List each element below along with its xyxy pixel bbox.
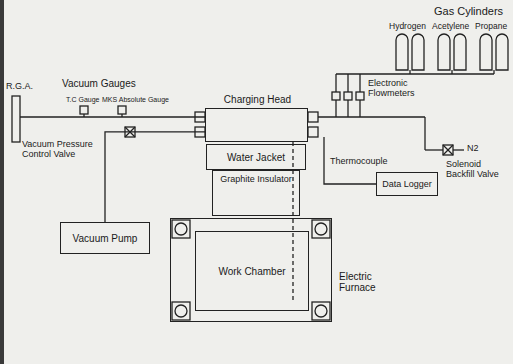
gas-stem [451,70,452,74]
furnace-corner [312,220,330,238]
node-label: Electric Furnace [339,271,395,293]
part-label: R.G.A. [6,82,33,92]
vacuum-pump: Vacuum Pump [60,222,150,254]
gas-label: N2 [467,144,479,154]
gauge-stem [121,114,122,117]
furnace-corner [175,223,187,235]
gauge-label: MKS Absolute Gauge [102,96,169,104]
cylinder-symbol [396,34,424,70]
node-label: Water Jacket [226,152,286,163]
thermocouple-probe [292,142,293,300]
gauge-label: T.C Gauge [66,96,99,104]
flowmeter-symbol [332,92,340,100]
water-jacket: Water Jacket [206,144,306,170]
furnace-corner [172,220,190,238]
node-label: Vacuum Pump [72,233,139,244]
backfill-line [425,149,443,150]
flowmeter-symbol [356,92,364,100]
electric-furnace: Electric FurnaceWork Chamber [170,218,332,322]
data-logger: Data Logger [376,172,438,196]
furnace-corner [315,223,327,235]
furnace-corner [175,305,187,317]
work-chamber: Work Chamber [195,231,309,311]
gas-stem [409,70,410,74]
gas-line [318,116,425,117]
part-label: Vacuum Gauges [62,78,136,89]
gas-header [336,73,494,74]
gas-label: Acetylene [432,22,469,31]
flowmeter-symbol [344,92,352,100]
node-label: Charging Head [186,94,329,105]
piping [12,34,508,320]
gas-label: Propane [475,22,507,31]
part-label: Gas Cylinders [434,5,503,17]
backfill-line [424,117,425,150]
cylinder-symbol [438,34,466,70]
node-label: Graphite Insulator [220,174,292,215]
valve-cross [443,145,453,155]
furnace-corner [172,302,190,320]
rga-body [12,96,20,142]
node-label: Work Chamber [217,266,286,277]
node-label: Data Logger [381,179,433,190]
gas-label: Hydrogen [389,22,426,31]
valve-symbol [443,145,453,155]
furnace-corner [312,302,330,320]
charging-head: Charging Head [205,108,308,142]
part-label: Thermocouple [330,157,388,167]
gauge-symbol [80,106,88,114]
part-label: Electronic Flowmeters [368,79,428,99]
vacuum-line [20,116,205,117]
valve-label: Solenoid Backfill Valve [446,160,510,180]
cylinder-symbol [480,34,508,70]
gauge-stem [83,114,84,117]
gauge-symbol [118,106,126,114]
graphite-insulator: Graphite Insulator [212,170,300,216]
port-symbol [308,127,318,137]
valve-label: Vacuum Pressure Control Valve [22,140,100,160]
port-symbol [195,112,205,122]
backfill-line [453,149,464,150]
gas-stem [493,70,494,74]
pipe-connector [105,132,205,222]
valve-cross [443,145,453,155]
photo-edge [0,0,4,364]
furnace-corner [315,305,327,317]
port-symbol [308,112,318,122]
